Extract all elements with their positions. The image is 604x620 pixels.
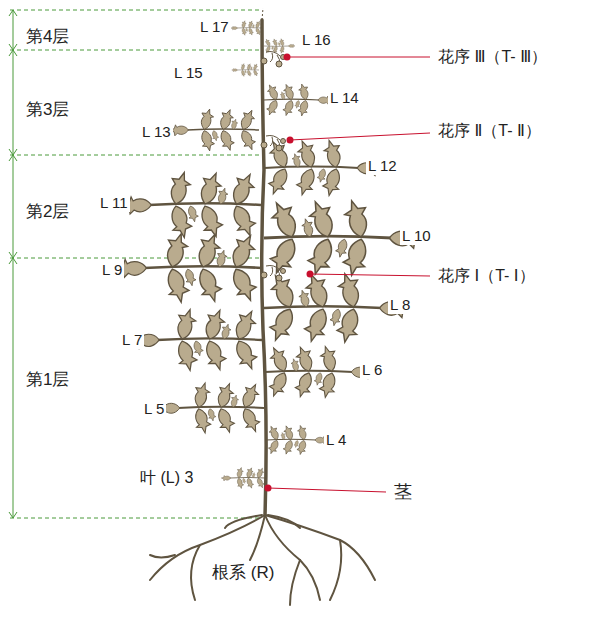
layer-label: 第4层 <box>24 27 71 47</box>
layer-label: 第2层 <box>24 202 71 222</box>
callout-number: L 5 <box>142 400 166 418</box>
callout-number: L 16 <box>300 31 333 49</box>
callout-number: L 9 <box>100 261 124 279</box>
callout-number: L 15 <box>172 64 205 82</box>
callout-number: L 7 <box>120 331 144 349</box>
layer-label: 第3层 <box>24 100 71 120</box>
callout-number: L 6 <box>360 361 384 379</box>
inflorescence-label: 花序 Ⅲ（T- Ⅲ） <box>436 47 549 66</box>
inflorescence-label: 花序 Ⅱ（T- Ⅱ） <box>436 121 543 140</box>
callout-number: L 8 <box>388 296 412 314</box>
layer-label: 第1层 <box>24 370 71 390</box>
callout-number: L 4 <box>324 431 348 449</box>
callout-number: L 13 <box>140 123 173 141</box>
part-label: 根系 (R) <box>210 563 276 583</box>
callout-number: L 11 <box>98 194 130 212</box>
inflorescence-label: 花序 Ⅰ（T- Ⅰ） <box>436 266 537 285</box>
callout-number: L 12 <box>366 157 399 175</box>
part-label: 茎 <box>392 482 414 504</box>
callout-number: L 10 <box>400 227 433 245</box>
callout-number: L 14 <box>328 89 361 107</box>
callout-number: L 17 <box>198 18 231 36</box>
part-label: 叶 (L) 3 <box>138 468 195 487</box>
